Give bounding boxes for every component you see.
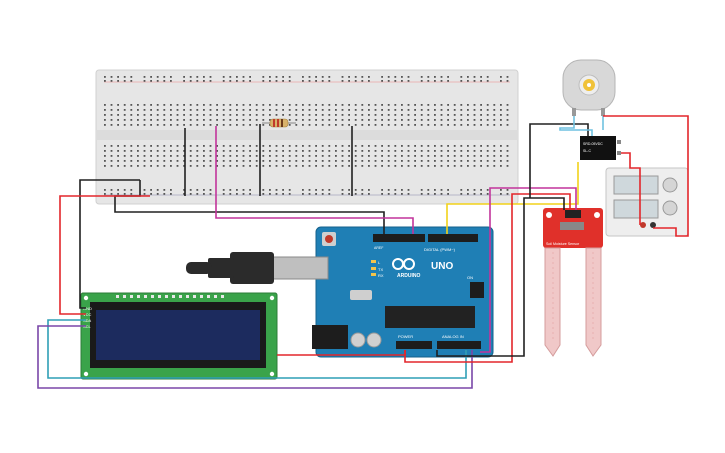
atmega-chip: [385, 306, 475, 328]
wire-motor-lightblue: [559, 116, 593, 136]
arduino-brand-label: ARDUINO: [397, 273, 420, 279]
digital-header-left: [373, 234, 425, 242]
digital-header-right: [428, 234, 478, 242]
wire-relay-gnd-black: [529, 123, 589, 198]
analog-header: [437, 341, 481, 349]
wire-sensor-vcc-red: [404, 193, 571, 363]
wire-magenta-digital: [215, 126, 414, 234]
reset-button[interactable]: [325, 235, 333, 243]
arduino-uno-board: ARDUINO UNO DIGITAL (PWM~) POWER ANALOG …: [186, 226, 494, 358]
wire-sda-cyan: [47, 319, 467, 379]
wire-lcd-vcc: [59, 195, 150, 315]
power-supply-knob-1[interactable]: [662, 177, 678, 193]
tx-label: TX: [378, 267, 383, 272]
wire-sensor-signal-magenta: [480, 187, 577, 353]
relay-label-1: SRD-05VDC: [583, 142, 603, 146]
soil-sensor-label: Soil Moisture Sensor: [546, 242, 580, 246]
l-label: L: [378, 260, 381, 265]
usb-plug: [230, 252, 274, 284]
analog-label: ANALOG IN: [442, 334, 464, 339]
wire-gnd-black: [114, 180, 385, 234]
lcd-display: GND VCC SDA SCL: [80, 292, 278, 380]
soil-moisture-sensor: Soil Moisture Sensor: [543, 208, 603, 357]
lcd-pin-vcc: VCC: [83, 312, 92, 317]
lcd-pin-sda: SDA: [83, 318, 92, 323]
dc-motor: [562, 59, 616, 116]
lcd-pin-gnd: GND: [83, 306, 92, 311]
breadboard-holes: [104, 76, 509, 195]
power-jack: [312, 325, 348, 349]
relay-label-2: SL-C: [583, 149, 591, 153]
power-supply: [605, 167, 689, 237]
aref-label: AREF: [374, 246, 383, 250]
breadboard: [95, 69, 519, 205]
lcd-pin-scl: SCL: [83, 324, 92, 329]
resistor: [262, 118, 296, 128]
on-label: ON: [467, 275, 473, 280]
wire-relay-power-red: [621, 152, 641, 225]
lcd-screen: [96, 310, 260, 360]
power-header: [396, 341, 432, 349]
power-label: POWER: [398, 334, 413, 339]
wire-scl-purple: [37, 325, 473, 389]
usb-port: [267, 256, 329, 280]
wire-motor-power-red: [603, 115, 689, 237]
wire-sensor-gnd-black: [436, 197, 565, 357]
rx-label: RX: [378, 273, 384, 278]
wire-lcd-gnd: [79, 179, 140, 309]
arduino-model-label: UNO: [431, 261, 453, 272]
relay-module: SRD-05VDC SL-C: [580, 136, 621, 160]
power-supply-minus-terminal: [650, 222, 656, 228]
wires: [37, 115, 689, 389]
power-supply-knob-2[interactable]: [662, 200, 678, 216]
power-supply-plus-terminal: [640, 222, 646, 228]
digital-label: DIGITAL (PWM~): [424, 247, 456, 252]
